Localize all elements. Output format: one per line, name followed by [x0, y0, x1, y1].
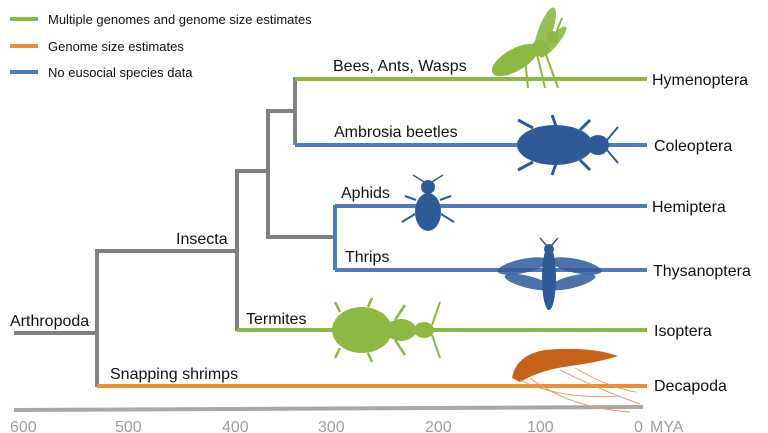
tick-100: 100: [527, 419, 554, 433]
legend-label-green: Multiple genomes and genome size estimat…: [48, 12, 312, 27]
tick-400: 400: [222, 419, 249, 433]
tick-600: 600: [10, 419, 37, 433]
legend: Multiple genomes and genome size estimat…: [10, 12, 312, 80]
tip-label-hymenoptera: Hymenoptera: [652, 72, 748, 89]
internal-branches: [14, 77, 335, 387]
tick-500: 500: [115, 419, 142, 433]
common-label-ambrosia-beetles: Ambrosia beetles: [334, 124, 458, 141]
common-label-bees-ants-wasps: Bees, Ants, Wasps: [333, 58, 467, 75]
legend-label-orange: Genome size estimates: [48, 39, 184, 54]
axis-unit: MYA: [650, 419, 684, 433]
beetle-icon: [517, 115, 618, 175]
time-axis: 600 500 400 300 200 100 0 MYA: [10, 407, 684, 433]
tick-300: 300: [318, 419, 345, 433]
tip-label-thysanoptera: Thysanoptera: [653, 263, 751, 280]
tick-200: 200: [425, 419, 452, 433]
common-label-termites: Termites: [246, 311, 306, 328]
thrips-icon: [496, 238, 603, 310]
common-label-aphids: Aphids: [341, 185, 390, 202]
node-label-arthropoda: Arthropoda: [10, 313, 89, 330]
tip-label-isoptera: Isoptera: [654, 323, 712, 340]
legend-label-blue: No eusocial species data: [48, 65, 193, 80]
tip-label-hemiptera: Hemiptera: [652, 199, 726, 216]
shrimp-icon: [512, 349, 640, 412]
aphid-icon: [402, 175, 454, 231]
axis-line: [14, 407, 643, 410]
common-label-thrips: Thrips: [345, 249, 389, 266]
tick-0: 0: [634, 419, 643, 433]
termite-icon: [332, 298, 440, 362]
node-label-insecta: Insecta: [176, 231, 228, 248]
tip-label-decapoda: Decapoda: [654, 378, 727, 395]
tip-label-coleoptera: Coleoptera: [654, 138, 732, 155]
common-label-snapping-shrimps: Snapping shrimps: [110, 366, 238, 383]
wasp-icon: [487, 5, 570, 88]
